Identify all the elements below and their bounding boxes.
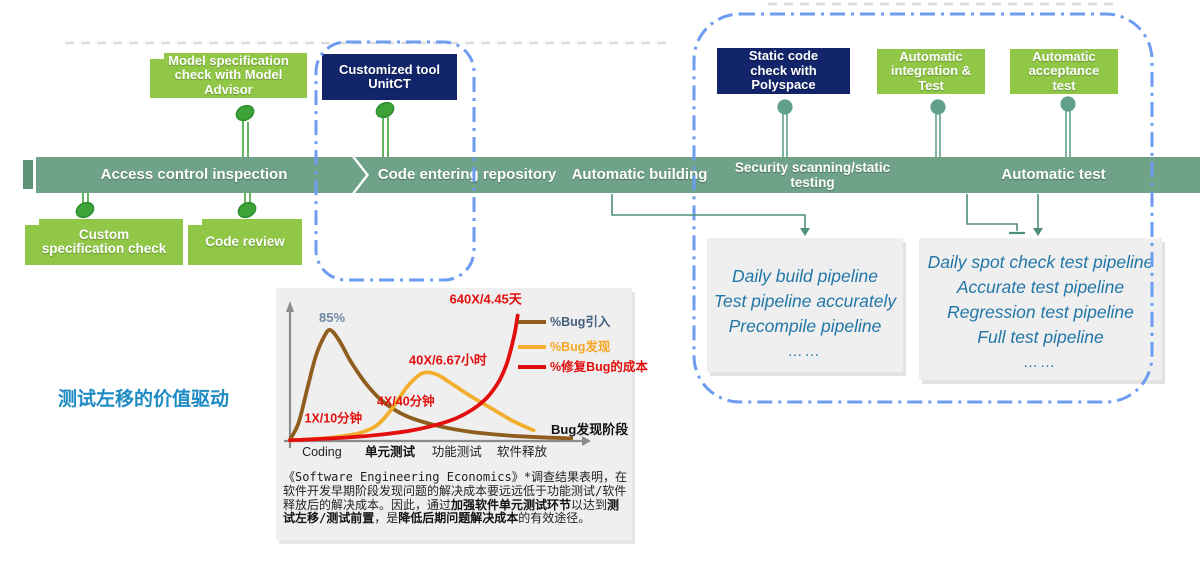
callout-custom-spec-check: Custom specification check xyxy=(25,219,183,265)
callout-line: Polyspace xyxy=(751,77,816,93)
stage-label: Automatic test xyxy=(1001,166,1106,183)
stage-label: Code entering repository xyxy=(377,166,557,183)
pipeline-item: Daily build pipeline xyxy=(732,266,878,286)
callout-automatic-integration-test: Automatic integration & Test xyxy=(877,49,985,94)
stage-automatic-test: Automatic test xyxy=(896,157,1200,193)
x-tick-0: Coding xyxy=(302,445,342,459)
callout-customized-tool-unitct: Customized tool UnitCT xyxy=(322,54,457,100)
pin-auto-acceptance xyxy=(1060,96,1076,157)
callout-line: check with Model xyxy=(174,67,283,83)
caption-segment: 降低后期问题解决成本 xyxy=(398,511,519,526)
bug-cost-curve-chart: 85% 1X/10分钟 4X/40分钟 40X/6.67小时 640X/4.45天 Cod… xyxy=(284,292,648,459)
callout-automatic-acceptance-test: Automatic acceptance test xyxy=(1010,49,1118,94)
stage-code-entering: Code entering repository xyxy=(355,157,579,193)
callout-line: Automatic xyxy=(899,48,963,64)
callout-line: Static code xyxy=(748,48,819,64)
caption-segment: 以达到 xyxy=(571,497,608,512)
chart-annotation-4: 640X/4.45天 xyxy=(450,292,523,307)
pipeline-item: Daily spot check test pipeline xyxy=(927,252,1154,272)
callout-line: UnitCT xyxy=(368,76,411,91)
series-curve-0 xyxy=(288,328,574,442)
diagram-title: 测试左移的价值驱动 xyxy=(58,389,230,410)
x-tick-2: 功能测试 xyxy=(432,444,483,459)
pin-custom-spec xyxy=(75,193,95,219)
legend-label-0: %Bug引入 xyxy=(550,315,611,329)
callout-line: Advisor xyxy=(204,81,253,97)
callout-line: specification check xyxy=(41,241,167,256)
callout-line: Code review xyxy=(205,233,285,249)
stage-label: Access control inspection xyxy=(100,166,288,183)
x-tick-3: 软件释放 xyxy=(497,444,548,459)
connector-test-to-test-panel-1 xyxy=(966,194,1025,235)
series-curve-2 xyxy=(288,313,520,443)
pin-model-spec xyxy=(235,104,255,157)
panel-build-pipelines: Daily build pipeline Test pipeline accur… xyxy=(707,238,903,372)
caption-segment: ，是 xyxy=(374,511,399,526)
chart-annotation-0: 85% xyxy=(319,310,345,325)
caption-segment: 《Software Engineering Economics》*调查结果表明，… xyxy=(283,470,627,512)
pipeline-item-ellipsis: …… xyxy=(1023,354,1058,371)
callout-line: Automatic xyxy=(1032,48,1096,64)
pin-unitct xyxy=(375,101,395,157)
stage-automatic-building: Automatic building xyxy=(554,157,725,193)
legend-label-1: %Bug发现 xyxy=(550,339,611,354)
stage-label: Automatic building xyxy=(571,166,708,183)
callout-line: check with xyxy=(750,62,817,78)
pin-static-code xyxy=(777,99,793,157)
x-axis-arrow xyxy=(582,436,591,446)
caption-segment: 测试左移/测试前置 xyxy=(283,497,620,526)
stage-label: Security scanning/static testing xyxy=(734,160,891,190)
pipeline-item: Test pipeline accurately xyxy=(713,291,897,311)
connector-building-to-build-panel xyxy=(611,194,810,236)
chart-annotation-1: 1X/10分钟 xyxy=(305,411,363,426)
callout-code-review: Code review xyxy=(188,219,302,265)
chart-annotation-2: 4X/40分钟 xyxy=(377,393,435,408)
callout-line: Test xyxy=(918,77,944,93)
pipeline-item: Regression test pipeline xyxy=(947,302,1134,322)
callout-line: acceptance xyxy=(1028,63,1100,79)
chart-annotation-3: 40X/6.67小时 xyxy=(409,352,487,367)
pipeline-item: Accurate test pipeline xyxy=(956,277,1125,297)
caption-segment: 加强软件单元测试环节 xyxy=(451,497,572,512)
pipeline-item: Full test pipeline xyxy=(977,327,1104,347)
chart-caption: 《Software Engineering Economics》*调查结果表明，… xyxy=(283,470,629,526)
y-axis-arrow xyxy=(286,301,294,312)
stage-security-scanning: Security scanning/static testing xyxy=(708,157,929,193)
x-tick-1: 单元测试 xyxy=(365,444,416,459)
pin-auto-integration xyxy=(930,99,946,157)
callout-line: Customized tool xyxy=(338,61,441,77)
callout-static-code-polyspace: Static code check with Polyspace xyxy=(717,48,850,94)
pipeline-lead-block xyxy=(23,160,33,189)
cost-chart-panel: 85% 1X/10分钟 4X/40分钟 40X/6.67小时 640X/4.45天 Cod… xyxy=(276,288,648,540)
connector-test-to-test-panel-2 xyxy=(1033,194,1043,236)
callout-line: integration & xyxy=(890,63,972,79)
panel-test-pipelines: Daily spot check test pipeline Accurate … xyxy=(919,238,1162,380)
pin-code-review xyxy=(237,193,257,219)
caption-segment: 的有效途径。 xyxy=(518,511,591,526)
stage-access-control: Access control inspection xyxy=(36,157,366,193)
legend-label-2: %修复Bug的成本 xyxy=(550,359,648,374)
callout-model-spec-check: Model specification check with Model Adv… xyxy=(150,53,307,98)
x-axis-label: Bug发现阶段 xyxy=(551,422,628,437)
callout-line: Custom xyxy=(78,226,130,242)
callout-line: test xyxy=(1052,77,1076,93)
pipeline-item: Precompile pipeline xyxy=(728,316,882,336)
pipeline-item-ellipsis: …… xyxy=(788,343,822,360)
callout-line: Model specification xyxy=(168,52,289,68)
